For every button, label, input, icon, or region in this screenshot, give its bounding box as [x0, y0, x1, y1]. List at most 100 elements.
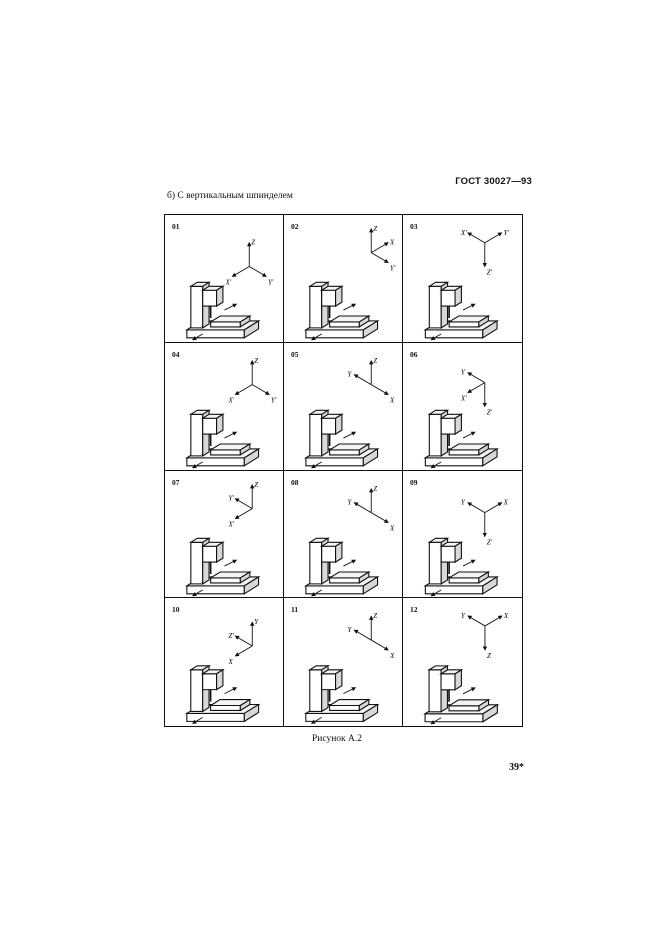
machine-drawing	[303, 409, 380, 468]
machine-schematic: X' Y' Z'	[423, 230, 509, 341]
axis-triad: ZYX	[347, 612, 395, 660]
axis-line	[484, 615, 503, 627]
axis-label: X	[389, 652, 395, 660]
cell-number: 11	[291, 605, 299, 615]
cell-number: 07	[172, 477, 180, 487]
machine-schematic: Z Y X	[303, 358, 395, 468]
machine-schematic: Y Z' X	[184, 618, 261, 725]
axis-label: X	[389, 240, 395, 247]
machine-drawing	[303, 281, 380, 341]
axis-label: Z	[251, 240, 255, 247]
axis-label: Z	[373, 485, 377, 492]
axis-label: Y	[461, 612, 466, 620]
machine-schematic: YX'Z'	[423, 369, 499, 468]
axis-label: Z'	[228, 632, 234, 640]
axis-line	[467, 232, 486, 244]
axis-label: X'	[460, 230, 467, 237]
standard-code: ГОСТ 30027—93	[455, 176, 532, 187]
machine-schematic: Z Y' X'	[184, 481, 261, 596]
axis-triad: Z Y X	[347, 485, 395, 532]
machine-drawing	[303, 665, 380, 725]
axis-label: Y'	[228, 495, 234, 502]
machine-drawing	[184, 409, 261, 468]
axis-line	[370, 252, 389, 263]
axis-label: Z'	[487, 409, 493, 416]
machine-schematic: Z X' Y'	[184, 240, 274, 341]
machine-drawing	[423, 665, 500, 725]
machine-schematic: ZYX	[303, 612, 395, 725]
axis-line	[353, 501, 372, 513]
axis-triad: X' Y' Z'	[460, 230, 509, 277]
axis-line	[231, 266, 250, 277]
cell-number: 03	[410, 222, 418, 231]
axis-line	[249, 266, 267, 277]
axis-label: Z	[487, 652, 491, 660]
axis-label: X	[389, 525, 395, 532]
cell-number: 10	[172, 605, 180, 615]
axis-triad: ZX'Y'	[227, 358, 276, 405]
cell-number: 05	[291, 349, 299, 359]
axis-line	[234, 383, 253, 395]
axis-triad: YX'Z'	[460, 369, 493, 416]
cell-number: 06	[410, 349, 418, 359]
axis-line	[484, 232, 503, 244]
machine-schematic: ZXY'	[303, 226, 396, 341]
axis-label: X'	[227, 397, 234, 404]
axis-line	[234, 635, 253, 647]
axis-label: Z'	[487, 269, 493, 276]
axis-label: Z	[254, 481, 258, 488]
axis-line	[371, 639, 389, 651]
figure-caption: Рисунок А.2	[312, 734, 363, 744]
axis-label: X'	[227, 521, 234, 528]
axis-label: Y'	[271, 397, 277, 404]
axis-label: Z	[373, 358, 377, 365]
axis-triad: Y Z' X	[227, 618, 259, 666]
section-subtitle: б) С вертикальным шпинделем	[167, 191, 293, 201]
diagram-cell: Z Y' X' 07	[165, 470, 284, 599]
axis-label: Y	[461, 499, 466, 506]
axis-label: Y	[347, 499, 352, 506]
axis-line	[353, 629, 372, 641]
page-number: 39*	[509, 762, 524, 773]
diagram-cell: Z Y X 08	[284, 470, 403, 599]
axis-line	[234, 645, 253, 657]
machine-schematic: ZX'Y'	[184, 358, 277, 468]
machine-drawing	[184, 281, 261, 341]
axis-line	[467, 381, 486, 393]
axis-label: Y'	[504, 230, 510, 237]
axis-line	[251, 383, 270, 395]
axis-line	[370, 242, 389, 254]
axis-label: X	[389, 397, 395, 404]
axis-label: Y	[347, 371, 352, 378]
axis-line	[370, 511, 389, 523]
cell-number: 12	[410, 605, 418, 615]
axis-line	[467, 501, 486, 513]
diagram-cell: Z Y X 05	[284, 342, 403, 471]
axis-label: X'	[224, 279, 231, 286]
axis-line	[353, 373, 372, 385]
axis-label: Y	[254, 618, 259, 626]
machine-drawing	[303, 536, 380, 596]
cell-number: 08	[291, 477, 299, 487]
axis-label: Y'	[390, 265, 396, 272]
axis-line	[234, 497, 253, 509]
axis-line	[234, 507, 253, 519]
axis-label: Y	[461, 369, 466, 376]
axis-line	[467, 615, 486, 627]
machine-schematic: Z Y X	[303, 485, 395, 596]
axis-triad: Z Y X	[347, 358, 395, 405]
axis-label: Y'	[268, 279, 274, 286]
cell-number: 09	[410, 477, 418, 487]
axis-label: Y	[347, 626, 352, 634]
axis-label: X	[227, 658, 233, 666]
